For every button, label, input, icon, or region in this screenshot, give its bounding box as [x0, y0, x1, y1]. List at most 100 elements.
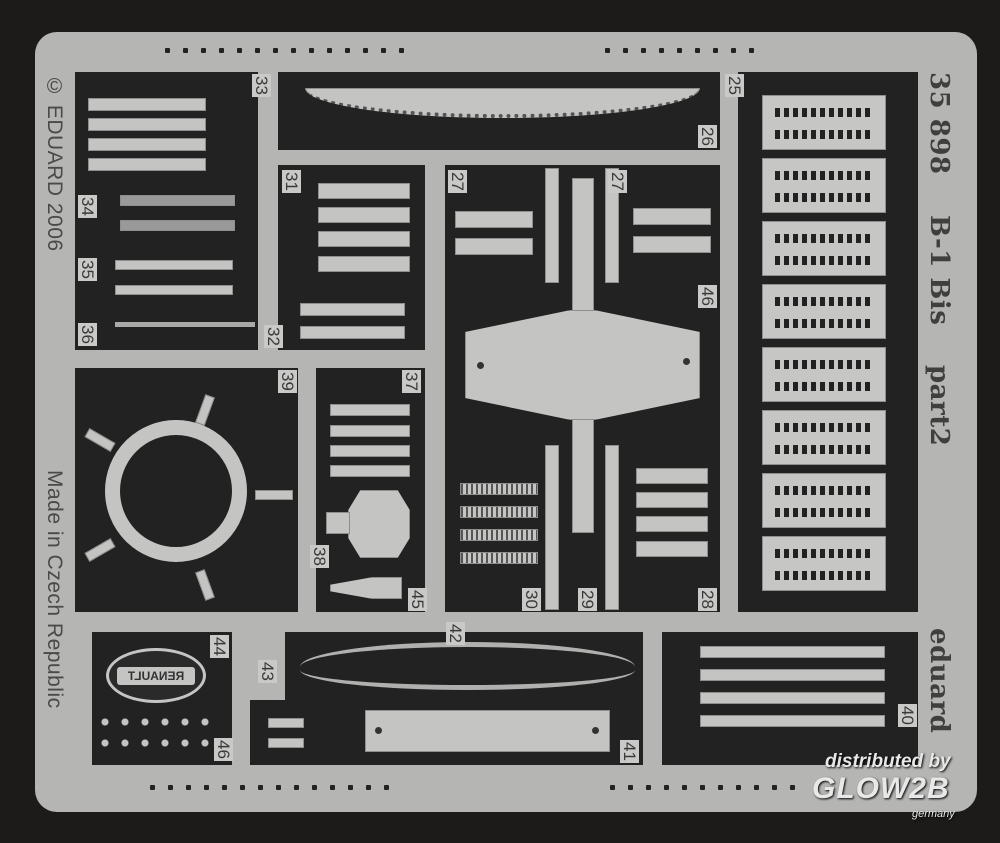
- sprue-hole: [327, 48, 332, 53]
- part-number: 34: [78, 195, 97, 218]
- sprue-hole: [695, 48, 700, 53]
- plate-part: [268, 718, 304, 728]
- plate-part: [330, 425, 410, 437]
- sprue-hole: [682, 785, 687, 790]
- sprue-hole: [273, 48, 278, 53]
- grille-part: [762, 473, 886, 528]
- sprue-hole: [641, 48, 646, 53]
- plate-part: [455, 211, 533, 228]
- product-name: B-1 Bis: [924, 215, 954, 326]
- hinge-part: [460, 483, 538, 495]
- sprue-hole: [240, 785, 245, 790]
- plate-part: [318, 183, 410, 199]
- strip-part: [700, 669, 885, 681]
- bracket-part: [120, 220, 235, 231]
- sprue-hole: [659, 48, 664, 53]
- bar-part: [545, 168, 559, 283]
- grille-slits: [775, 130, 873, 139]
- grille-part: [762, 158, 886, 213]
- sprue-hole: [255, 48, 260, 53]
- grille-slits: [775, 445, 873, 454]
- grille-slits: [775, 571, 873, 580]
- bar-part: [605, 168, 619, 283]
- sprue-hole: [348, 785, 353, 790]
- part-number: 32: [264, 325, 283, 348]
- sprue-hole: [168, 785, 173, 790]
- part-number: 41: [620, 740, 639, 763]
- copyright-text: © EDUARD 2006: [43, 75, 66, 252]
- part-number: 26: [698, 125, 717, 148]
- panel-parts-33-36: [75, 72, 258, 350]
- strip-part: [700, 646, 885, 658]
- strip-part: [700, 715, 885, 727]
- plate-part: [636, 492, 708, 508]
- ring-part: [105, 420, 247, 562]
- sprue-hole: [294, 785, 299, 790]
- product-code: 35 898: [924, 72, 954, 175]
- renault-logo-plate: RENAULT: [106, 648, 206, 703]
- grille-slits: [775, 171, 873, 180]
- grille-part: [762, 536, 886, 591]
- sprue-hole: [736, 785, 741, 790]
- sprue-hole: [381, 48, 386, 53]
- grille-slits: [775, 486, 873, 495]
- hole: [683, 358, 690, 365]
- sprue-hole: [623, 48, 628, 53]
- grille-slits: [775, 549, 873, 558]
- strip-part: [88, 98, 206, 111]
- panel-grilles: [738, 72, 918, 612]
- sprue-hole: [664, 785, 669, 790]
- plate-part: [636, 468, 708, 484]
- bar-part: [605, 445, 619, 610]
- part-number: 31: [282, 170, 301, 193]
- sprue-hole: [237, 48, 242, 53]
- part-number: 30: [522, 588, 541, 611]
- plate-part: [330, 445, 410, 457]
- strip-part: [88, 118, 206, 131]
- grille-part: [762, 221, 886, 276]
- grille-slits: [775, 234, 873, 243]
- part-number: 36: [78, 323, 97, 346]
- plate-part: [636, 516, 708, 532]
- sprue-hole: [222, 785, 227, 790]
- plate-part: [330, 404, 410, 416]
- sprue-hole: [186, 785, 191, 790]
- sprue-hole: [150, 785, 155, 790]
- part-number: 45: [408, 588, 427, 611]
- plate-part: [300, 326, 405, 339]
- part-number: 44: [210, 635, 229, 658]
- sprue-hole: [754, 785, 759, 790]
- hex-tab: [326, 512, 350, 534]
- bracket-cross-part: [465, 310, 700, 420]
- plate-part: [455, 238, 533, 255]
- grille-part: [762, 284, 886, 339]
- logo-text: RENAULT: [117, 667, 195, 685]
- sprue-hole: [330, 785, 335, 790]
- part-label: part2: [924, 365, 954, 447]
- part-number: 39: [278, 370, 297, 393]
- sprue-hole: [677, 48, 682, 53]
- part-number: 43: [258, 660, 277, 683]
- plate-part: [636, 541, 708, 557]
- hole: [592, 727, 599, 734]
- grille-slits: [775, 423, 873, 432]
- ornament-part: [95, 717, 210, 727]
- hex-part: [348, 490, 410, 558]
- perforated-part: [115, 285, 233, 295]
- perforated-part: [115, 260, 233, 270]
- sprue-hole: [628, 785, 633, 790]
- part-number: 46: [214, 738, 233, 761]
- part-number: 33: [252, 74, 271, 97]
- part-number: 42: [446, 622, 465, 645]
- part-number: 27: [448, 170, 467, 193]
- part-number: 28: [698, 588, 717, 611]
- plate-part: [633, 236, 711, 253]
- sprue-hole: [363, 48, 368, 53]
- grille-slits: [775, 108, 873, 117]
- hole: [477, 362, 484, 369]
- brand-text: eduard: [924, 628, 954, 734]
- grille-part: [762, 410, 886, 465]
- part-number: 35: [78, 258, 97, 281]
- watermark-line1: distributed by: [825, 751, 951, 772]
- box-part: [365, 710, 610, 752]
